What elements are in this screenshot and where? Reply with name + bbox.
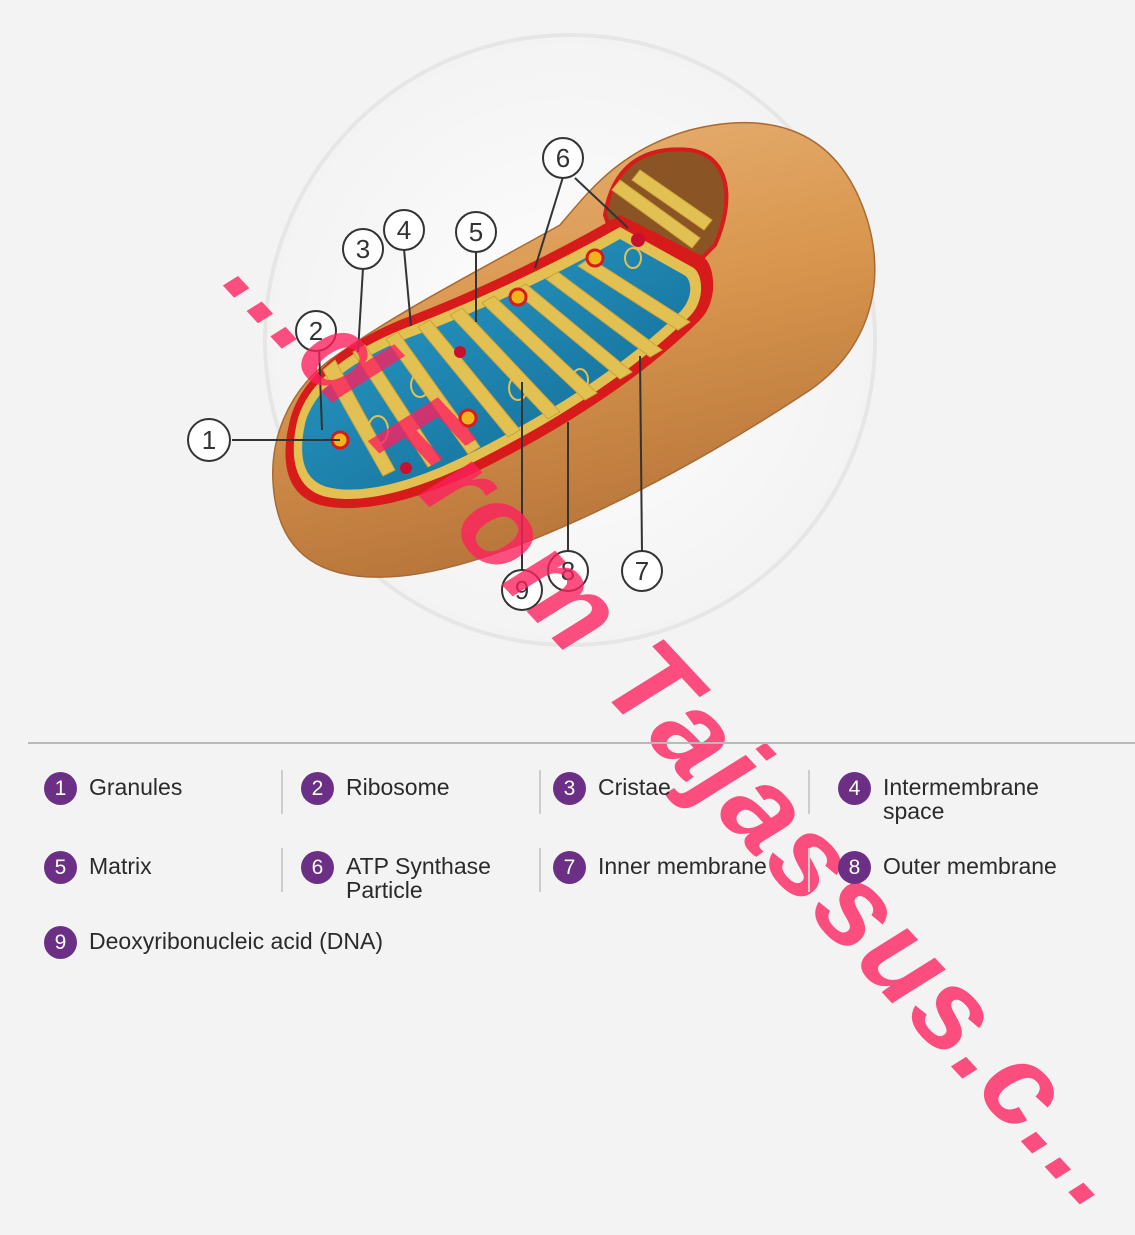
legend-number-badge: 6 [301,851,334,884]
legend-item-outer-membrane: 8 Outer membrane [838,851,1057,884]
legend-label: Outer membrane [883,851,1057,878]
legend-number-badge: 2 [301,772,334,805]
mitochondrion-diagram: 1 2 3 4 5 6 7 8 9 [0,0,1135,969]
callout-number-8: 8 [561,556,575,586]
callout-number-2: 2 [309,316,323,346]
legend-label: Cristae [598,772,671,799]
legend-number-badge: 1 [44,772,77,805]
legend-separator [808,770,810,814]
legend-number-badge: 5 [44,851,77,884]
legend-separator [539,848,541,892]
legend-item-granules: 1 Granules [44,772,182,805]
legend-separator [539,770,541,814]
callout-number-5: 5 [469,217,483,247]
legend-separator [808,848,810,892]
callout-number-6: 6 [556,143,570,173]
legend-label: Intermembrane space [883,772,1073,823]
legend-label: Deoxyribonucleic acid (DNA) [89,926,383,953]
legend-number-badge: 7 [553,851,586,884]
callout-number-3: 3 [356,234,370,264]
legend-label: Ribosome [346,772,450,799]
legend-number-badge: 3 [553,772,586,805]
legend-item-inner-membrane: 7 Inner membrane [553,851,767,884]
legend-number-badge: 8 [838,851,871,884]
callout-number-4: 4 [397,215,411,245]
legend-separator [281,770,283,814]
legend-item-atp-synthase-particle: 6 ATP Synthase Particle [301,851,531,902]
legend-label: Granules [89,772,182,799]
callout-number-1: 1 [202,425,216,455]
callout-number-9: 9 [515,575,529,605]
legend-item-dna: 9 Deoxyribonucleic acid (DNA) [44,926,383,959]
legend-number-badge: 9 [44,926,77,959]
callout-number-7: 7 [635,556,649,586]
legend-divider [28,742,1135,744]
legend-item-intermembrane-space: 4 Intermembrane space [838,772,1073,823]
legend-number-badge: 4 [838,772,871,805]
legend-item-matrix: 5 Matrix [44,851,152,884]
legend-label: Matrix [89,851,152,878]
legend-item-ribosome: 2 Ribosome [301,772,450,805]
legend-item-cristae: 3 Cristae [553,772,671,805]
legend-label: Inner membrane [598,851,767,878]
legend-separator [281,848,283,892]
legend-label: ATP Synthase Particle [346,851,531,902]
